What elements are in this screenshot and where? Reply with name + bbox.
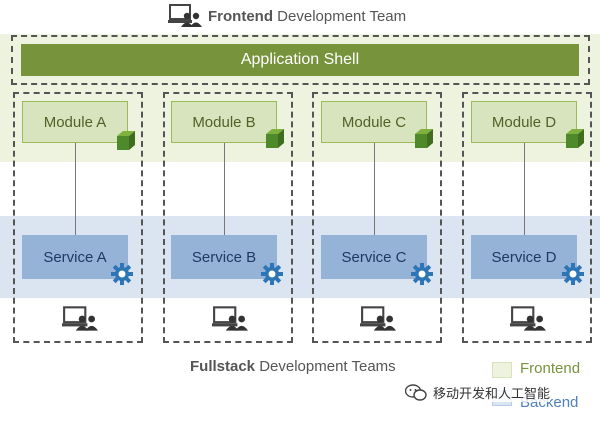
legend-label-frontend: Frontend (520, 360, 581, 377)
gear-icon (111, 263, 133, 285)
module-box: Module D (471, 101, 577, 143)
connector-line (374, 143, 375, 235)
frontend-team-header: Frontend Development Team (168, 4, 407, 27)
cube-icon (117, 131, 135, 150)
team-icon (168, 4, 202, 27)
service-box: Service A (22, 235, 128, 279)
frontend-team-rest: Development Team (277, 7, 407, 25)
frontend-team-boundary (11, 35, 590, 85)
connector-line (75, 143, 76, 235)
gear-icon (411, 263, 433, 285)
service-box: Service D (471, 235, 577, 279)
watermark: 移动开发和人工智能 (405, 383, 551, 402)
team-icon (510, 306, 546, 331)
fullstack-team-column-c (312, 92, 442, 343)
gear-icon (562, 263, 584, 285)
application-shell: Application Shell (21, 44, 579, 76)
fullstack-team-column-a (13, 92, 143, 343)
connector-line (224, 143, 225, 235)
legend-swatch-frontend (492, 362, 512, 378)
cube-icon (566, 129, 584, 148)
module-box: Module C (321, 101, 427, 143)
service-box: Service C (321, 235, 427, 279)
watermark-text: 移动开发和人工智能 (433, 386, 551, 401)
fullstack-team-column-b (163, 92, 293, 343)
team-icon (212, 306, 248, 331)
service-box: Service B (171, 235, 277, 279)
cube-icon (266, 129, 284, 148)
fullstack-team-rest: Development Teams (259, 358, 396, 375)
fullstack-team-bold: Fullstack (190, 358, 256, 375)
fullstack-team-column-d (462, 92, 592, 343)
fullstack-teams-title: Fullstack Development Teams (190, 358, 396, 375)
team-icon (62, 306, 98, 331)
module-box: Module B (171, 101, 277, 143)
gear-icon (261, 263, 283, 285)
cube-icon (415, 129, 433, 148)
connector-line (524, 143, 525, 235)
team-icon (360, 306, 396, 331)
frontend-team-bold: Frontend (208, 7, 273, 25)
module-box: Module A (22, 101, 128, 143)
wechat-icon (405, 383, 427, 401)
